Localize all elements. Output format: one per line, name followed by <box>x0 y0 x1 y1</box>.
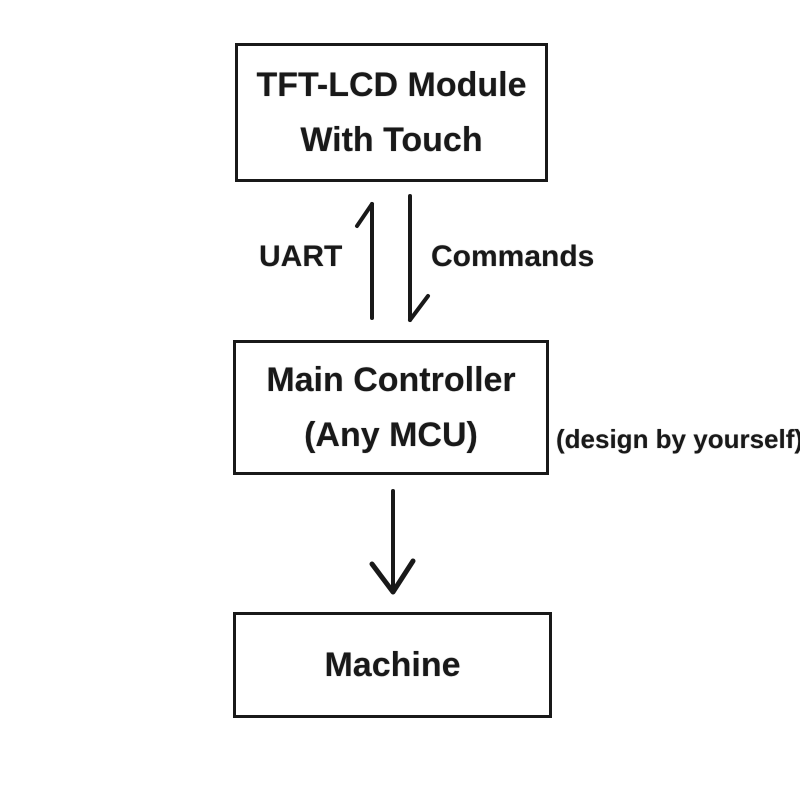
uart-up-arrow-barb <box>355 202 374 228</box>
machine-arrow-head <box>369 558 416 595</box>
mcu-to-machine-down-arrow-icon <box>369 489 416 595</box>
node-mcu-label-line2: (Any MCU) <box>304 415 478 454</box>
caption-design-by-yourself: (design by yourself) <box>556 424 800 454</box>
edge-label-commands: Commands <box>431 240 595 273</box>
node-main-controller: Main Controller (Any MCU) <box>233 340 549 475</box>
commands-down-arrow-barb <box>408 294 430 322</box>
commands-down-arrow-icon <box>408 194 430 322</box>
node-mcu-label-line1: Main Controller <box>266 360 516 399</box>
node-tft-lcd-module: TFT-LCD Module With Touch <box>235 43 548 182</box>
node-machine-label: Machine <box>324 645 461 684</box>
node-tft-label-line2: With Touch <box>300 120 483 159</box>
node-tft-label-line1: TFT-LCD Module <box>256 65 527 104</box>
uart-up-arrow-icon <box>355 202 374 320</box>
edge-label-uart: UART <box>259 240 343 273</box>
node-machine: Machine <box>233 612 552 718</box>
